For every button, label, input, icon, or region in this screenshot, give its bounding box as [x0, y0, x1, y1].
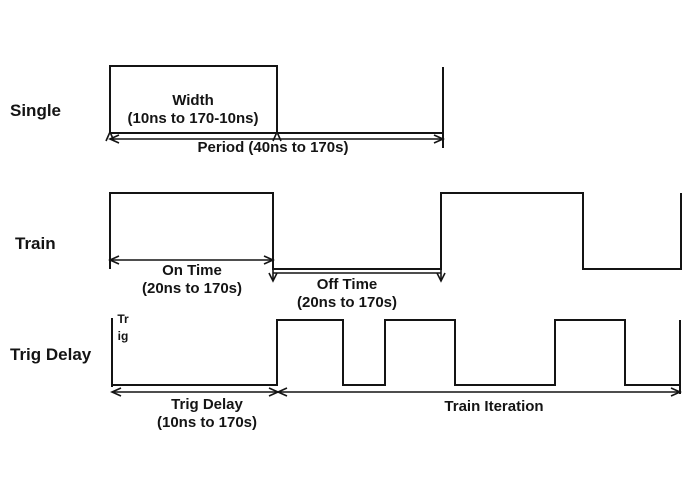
on-time-range-label: (20ns to 170s): [141, 280, 243, 297]
trig-delay-dimension-label: Trig Delay: [171, 396, 243, 413]
on-time-label: On Time: [162, 262, 222, 279]
off-time-arrowhead-left-icon: [268, 272, 278, 283]
on-time-arrowhead-left-icon: [108, 255, 120, 265]
period-arrowhead-right-icon: [433, 134, 445, 144]
train-row-label: Train: [15, 234, 56, 253]
trig-axis-label: Trig: [117, 312, 129, 343]
trig-delay-row-label: Trig Delay: [10, 345, 92, 364]
trig-delay-range-label: (10ns to 170s): [156, 414, 258, 431]
on-time-arrowhead-right-icon: [263, 255, 275, 265]
train-waveform: [108, 192, 682, 283]
trig-delay-arrowhead-left-icon: [110, 387, 122, 397]
train-iteration-arrowhead-right-icon: [670, 387, 682, 397]
train-pulse-train: [109, 192, 682, 270]
train-iteration-label: Train Iteration: [444, 398, 544, 415]
width-range-label: (10ns to 170-10ns): [127, 110, 259, 127]
off-time-arrowhead-right-icon: [436, 272, 446, 283]
trig-delay-waveform: [110, 318, 682, 397]
off-time-label: Off Time: [316, 276, 378, 293]
single-row-label: Single: [10, 101, 62, 120]
single-pulse: [109, 65, 278, 133]
trig-delay-pulse-train: [112, 319, 680, 386]
train-iteration-arrowhead-left-icon: [276, 387, 288, 397]
period-arrowhead-left-icon: [108, 134, 120, 144]
period-label: Period (40ns to 170s): [197, 139, 349, 156]
single-waveform: [105, 65, 445, 148]
width-arrowhead-right-icon: [272, 130, 282, 142]
off-time-range-label: (20ns to 170s): [296, 294, 398, 311]
width-label: Width: [172, 92, 214, 109]
